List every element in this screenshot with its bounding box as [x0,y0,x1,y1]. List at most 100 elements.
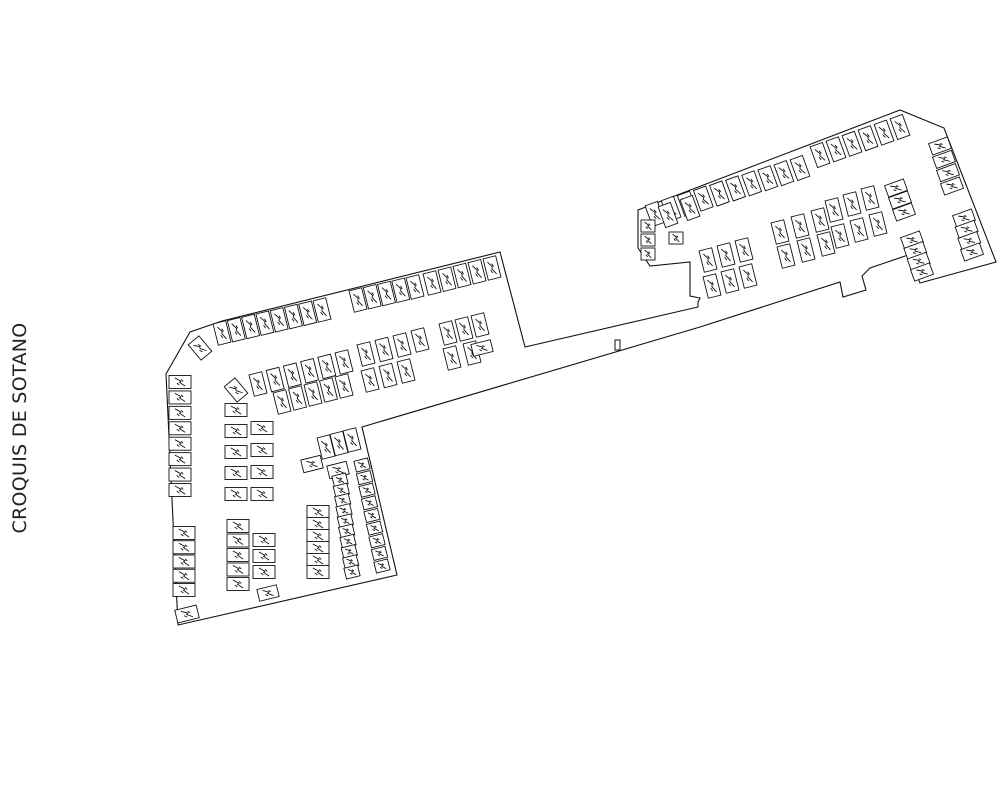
parking-stall [303,381,323,407]
parking-stall [168,390,192,405]
parking-stall [452,262,472,289]
parking-stall [212,320,232,346]
parking-stall [252,565,276,579]
parking-stall [172,568,196,583]
parking-stall [226,548,250,562]
parking-stall [353,457,371,473]
parking-stall [174,604,200,624]
parking-stall [773,159,795,187]
column-mark [614,339,621,351]
parking-stall [891,202,917,222]
parking-stall [187,335,213,361]
parking-stall [405,274,425,300]
parking-stall [255,310,275,336]
parking-stall [378,362,398,389]
parking-stall [734,237,754,263]
parking-stall [300,358,320,384]
parking-stall [698,247,718,273]
parking-stall [168,405,192,420]
parking-stall [368,533,386,549]
parking-stall [830,223,850,249]
parking-stall [640,247,656,261]
parking-stall [789,154,811,182]
parking-stall [470,312,490,338]
parking-stall [716,242,736,268]
parking-stall [467,258,487,285]
parking-stall [849,217,869,243]
parking-stall [172,526,196,540]
parking-stall [470,339,494,357]
parking-stall [857,125,879,152]
parking-stall [334,349,354,375]
parking-stall [396,358,416,384]
parking-stall [250,465,274,479]
parking-stall [363,507,381,524]
parking-stall [355,470,374,486]
parking-stall [868,211,888,237]
parking-stall [224,445,248,459]
parking-stall [657,201,679,229]
parking-stall [640,219,656,233]
parking-stall [223,377,249,403]
parking-stall [373,558,391,574]
parking-stall [342,427,362,453]
parking-stall [168,436,192,451]
parking-stall [252,533,276,547]
parking-stall [168,467,192,482]
parking-stall [809,141,831,169]
parking-stall [172,583,196,597]
parking-stall [224,487,248,501]
parking-stall [306,517,330,531]
parking-stall [909,262,935,282]
parking-stall [265,366,285,393]
parking-stall [816,231,836,257]
parking-stall [374,336,394,363]
parking-stall [482,255,502,281]
parking-stall [287,385,308,411]
parking-stall [226,519,250,533]
parking-stall [679,194,701,222]
parking-stall [824,197,844,223]
parking-stall [248,371,268,397]
parking-stall [226,533,250,548]
parking-stall [370,545,389,561]
parking-stall [343,564,361,580]
parking-stall [931,149,957,169]
parking-stall [725,175,747,202]
parking-stall [168,421,192,436]
parking-stall [376,280,397,307]
parking-stall [283,303,303,330]
parking-stall [939,176,965,196]
parking-stall [224,424,248,438]
parking-stall [172,540,196,555]
parking-stall [317,353,337,380]
parking-stall [306,565,330,579]
parking-stall [250,443,274,457]
parking-stall [702,273,722,299]
parking-stall [226,577,250,591]
parking-stall [250,421,274,435]
parking-stalls [168,113,985,624]
parking-stall [842,191,862,217]
parking-stall [269,307,289,333]
parking-stall [360,367,380,393]
parking-stall [410,327,430,353]
parking-stall [825,136,847,163]
parking-stall [841,130,863,157]
parking-stall [889,113,911,141]
parking-stall [392,332,412,358]
parking-stall [927,136,953,156]
parking-stall [241,313,261,340]
parking-stall [454,316,474,342]
parking-stall [329,430,349,457]
parking-stall [741,170,763,197]
parking-stall [252,549,276,563]
parking-stall [306,553,330,567]
parking-stall [306,529,330,543]
parking-stall [224,403,248,417]
parking-stall [422,270,442,296]
parking-stall [306,505,330,519]
parking-stall [442,345,462,371]
parking-stall [796,237,816,263]
